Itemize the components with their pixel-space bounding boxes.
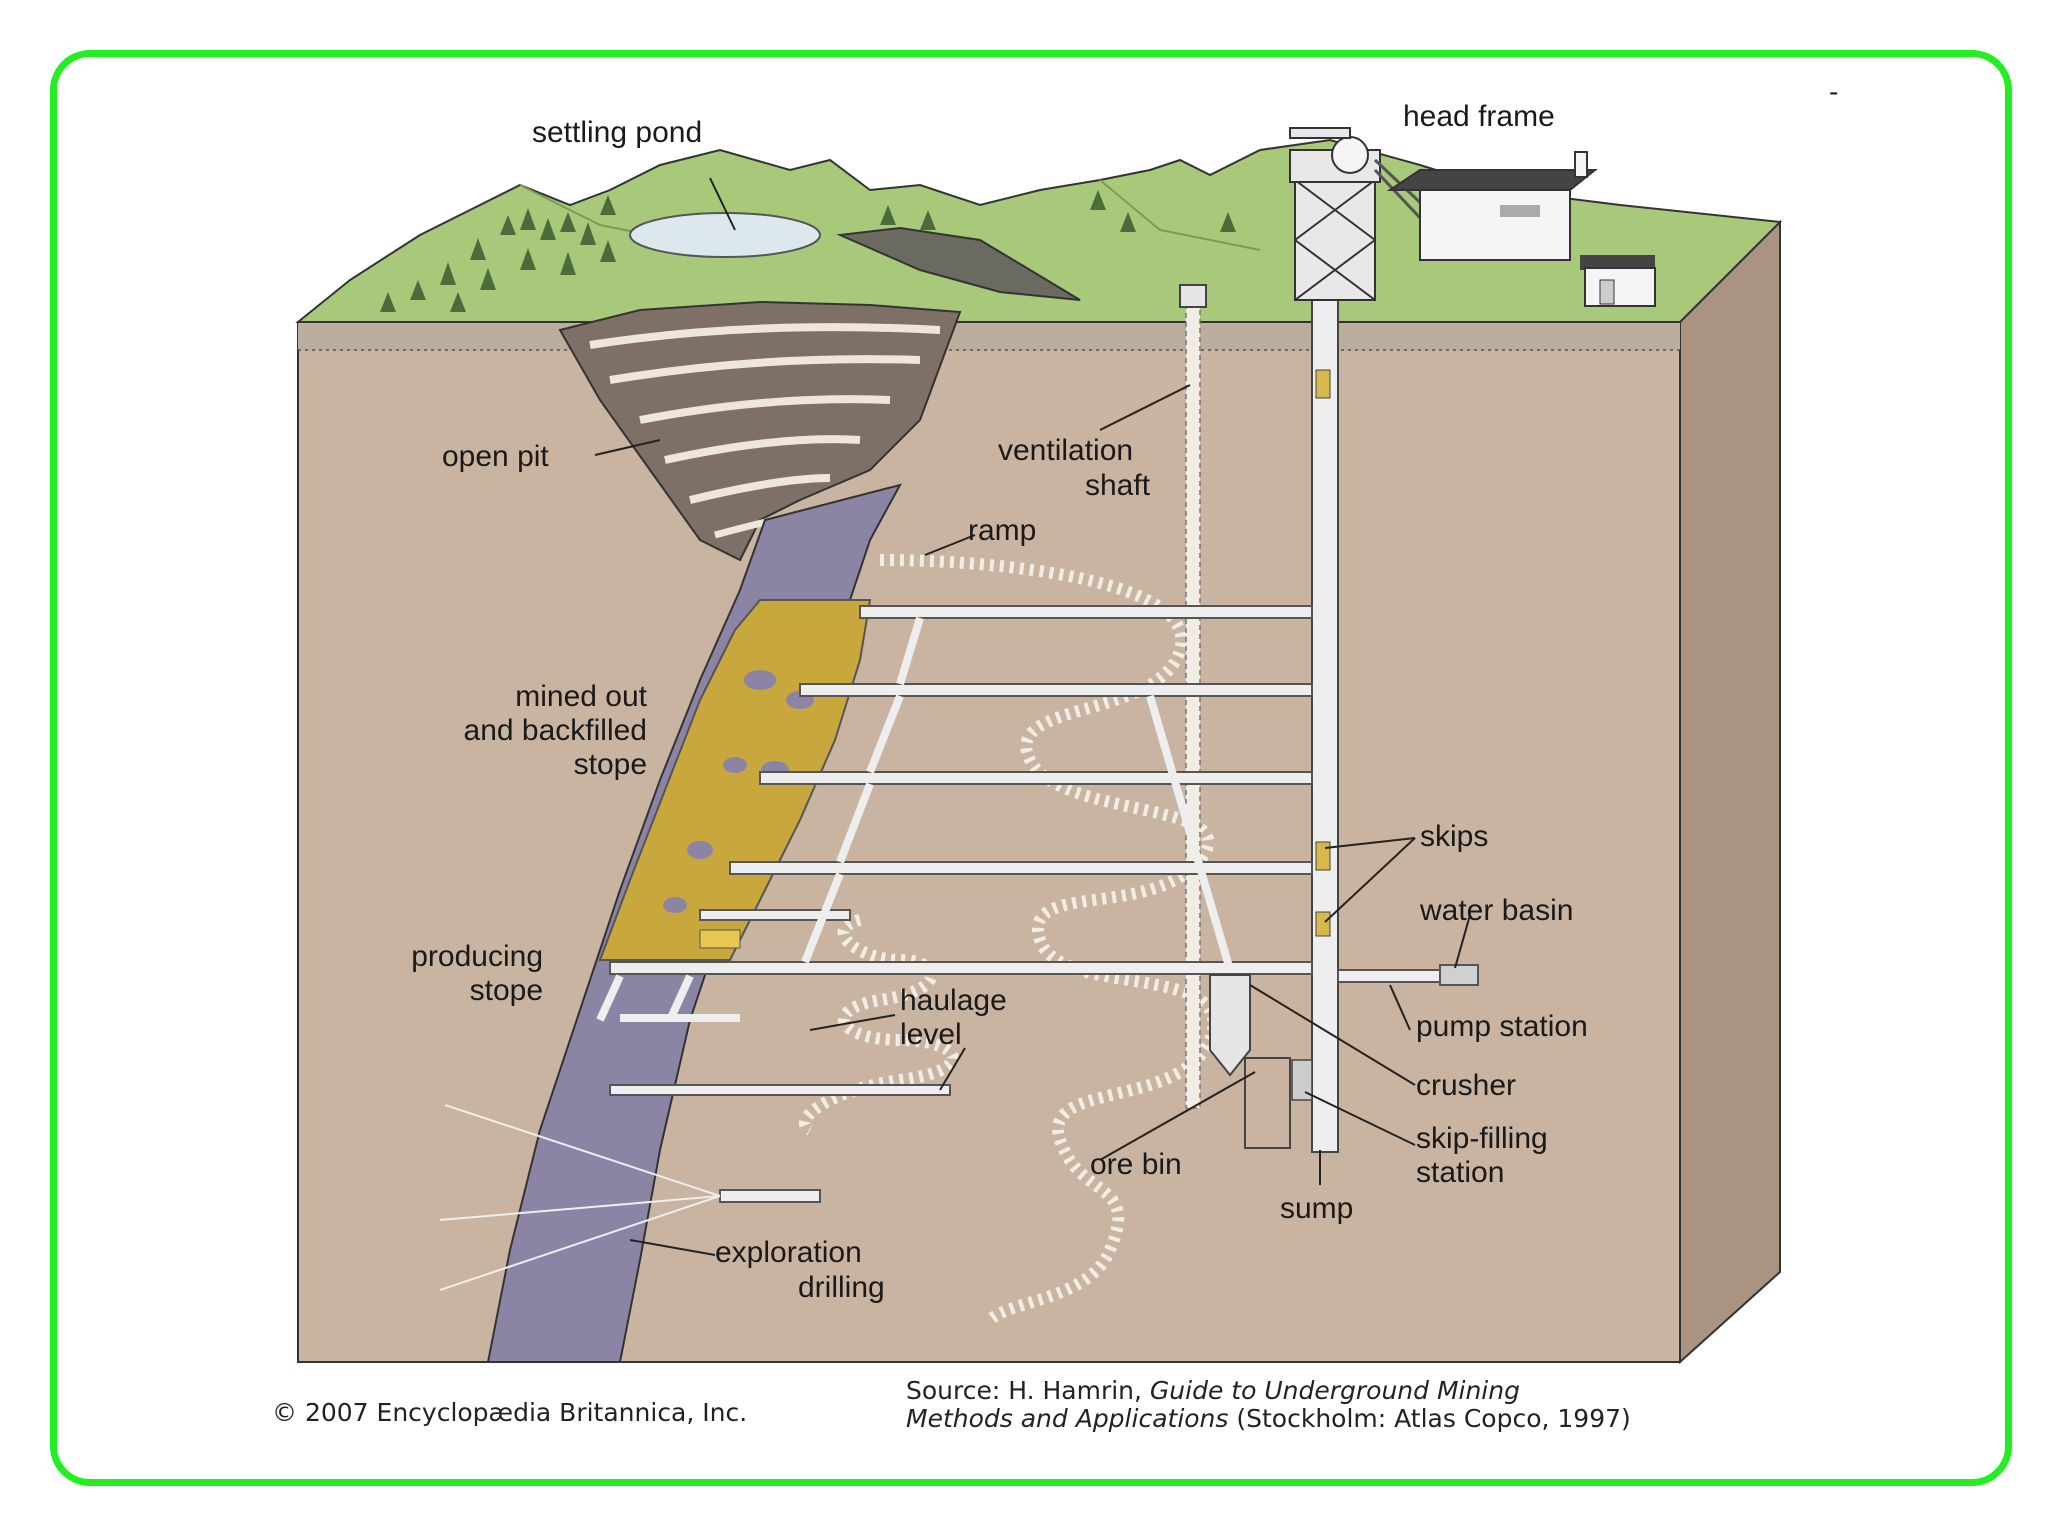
pump-station-assembly (1337, 964, 1479, 986)
label-skips: skips (1420, 820, 1488, 853)
surface-buildings (1373, 151, 1656, 307)
label-crusher: crusher (1416, 1069, 1516, 1102)
main-shaft (1311, 299, 1339, 1153)
label-skip-filling-1: skip-filling (1416, 1122, 1548, 1155)
leader-lines (594, 177, 1471, 1256)
haulage-levels (609, 605, 1313, 1203)
source-title-2: Methods and Applications (906, 1404, 1229, 1433)
exploration-drill-holes (439, 1104, 721, 1291)
label-skip-filling-2: station (1416, 1156, 1504, 1189)
label-ramp: ramp (968, 514, 1036, 547)
label-mined-out-1: mined out (515, 680, 647, 713)
label-producing-stope-2: stope (470, 974, 543, 1007)
settling-pond-shape (629, 212, 821, 258)
label-producing-stope-1: producing (411, 940, 543, 973)
label-open-pit: open pit (442, 440, 549, 473)
source-line-1: Source: H. Hamrin, Guide to Underground … (906, 1376, 1520, 1405)
source-prefix: Source: H. Hamrin, (906, 1376, 1150, 1405)
head-frame-structure (1289, 127, 1381, 301)
crosscuts (596, 616, 1234, 1022)
label-ventilation-shaft-1: ventilation (998, 434, 1133, 467)
source-line-2: Methods and Applications (Stockholm: Atl… (906, 1404, 1631, 1433)
label-haulage-level-1: haulage (900, 984, 1007, 1017)
label-head-frame: head frame (1403, 100, 1555, 133)
open-pit-shape (558, 300, 962, 562)
label-ventilation-shaft-2: shaft (1085, 469, 1151, 502)
source-title-1: Guide to Underground Mining (1149, 1376, 1520, 1405)
sub-level (699, 909, 851, 921)
crusher-assembly (1209, 974, 1313, 1149)
rock-block (297, 219, 1781, 1365)
label-water-basin: water basin (1419, 894, 1573, 927)
level-2 (799, 683, 1313, 697)
label-exploration-2: drilling (798, 1271, 885, 1304)
label-settling-pond: settling pond (532, 116, 702, 149)
level-3 (759, 771, 1313, 785)
label-mined-out-3: stope (574, 748, 647, 781)
labels: settling pond head frame open pit ventil… (411, 100, 1588, 1304)
label-haulage-level-2: level (900, 1018, 962, 1051)
level-5 (609, 961, 1313, 975)
forest-trees (380, 190, 1236, 312)
exploration-drift (719, 1189, 821, 1203)
label-pump-station: pump station (1416, 1010, 1588, 1043)
source-suffix: (Stockholm: Atlas Copco, 1997) (1228, 1404, 1631, 1433)
label-sump: sump (1280, 1192, 1353, 1225)
lower-level (609, 1084, 951, 1096)
ramp-spiral (799, 554, 1220, 1325)
corner-mark: - (1829, 76, 1839, 107)
waste-rock-pile (836, 226, 1081, 301)
copyright-notice: © 2007 Encyclopædia Britannica, Inc. (272, 1398, 748, 1427)
level-1 (859, 605, 1313, 619)
label-ore-bin: ore bin (1090, 1148, 1182, 1181)
level-4 (729, 861, 1313, 875)
label-mined-out-2: and backfilled (464, 714, 647, 747)
label-exploration-1: exploration (715, 1236, 862, 1269)
